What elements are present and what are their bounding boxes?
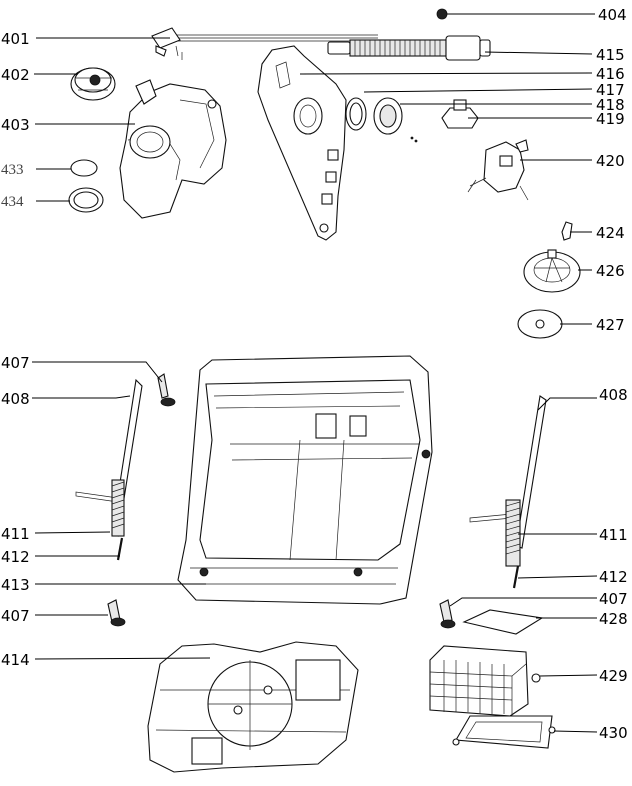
callout-411-right: 411	[599, 526, 628, 544]
callout-433: 433	[1, 162, 24, 178]
leader-lines	[32, 13, 598, 733]
part-428-sheet	[462, 609, 544, 635]
callout-429: 429	[599, 667, 628, 685]
callout-420: 420	[596, 152, 625, 170]
callout-418: 418	[596, 96, 625, 114]
part-424-clip	[561, 221, 573, 241]
callout-407-right: 407	[599, 590, 628, 608]
part-408-right-rod	[515, 395, 547, 549]
callout-408-right: 408	[599, 386, 628, 404]
callout-408-left: 408	[1, 390, 30, 408]
callout-401: 401	[1, 30, 30, 48]
part-420-pump	[467, 139, 529, 201]
part-419-valve	[441, 99, 479, 129]
part-426-arm-support	[523, 249, 581, 293]
callout-416: 416	[596, 65, 625, 83]
part-430-tray	[452, 715, 556, 749]
part-414-base-plate	[147, 641, 359, 773]
part-412-right-pin	[512, 565, 520, 589]
part-403-salt-container	[119, 79, 227, 219]
part-408-right-rod-end	[469, 513, 513, 523]
part-433-o-ring	[70, 159, 98, 177]
callout-407-left: 407	[1, 354, 30, 372]
part-417-seal-ring	[345, 97, 367, 131]
callout-430: 430	[599, 724, 628, 742]
callout-428: 428	[599, 610, 628, 628]
callout-415: 415	[596, 46, 625, 64]
part-408-left-rod-end	[75, 491, 119, 503]
callout-402: 402	[1, 66, 30, 84]
callout-411-left: 411	[1, 525, 30, 543]
callout-427: 427	[596, 316, 625, 334]
part-411-left-spring	[111, 479, 125, 537]
part-427-disc	[517, 309, 563, 339]
callout-417: 417	[596, 81, 625, 99]
part-402-salt-cap	[70, 67, 116, 101]
callout-412-left: 412	[1, 548, 30, 566]
part-429-filter-block	[429, 645, 541, 717]
callout-412-right: 412	[599, 568, 628, 586]
part-411-right-spring	[505, 499, 521, 567]
part-416-side-panel	[257, 45, 347, 241]
callout-407-bottom-left: 407	[1, 607, 30, 625]
callout-413: 413	[1, 576, 30, 594]
callout-434: 434	[1, 194, 24, 210]
part-404-screw	[436, 8, 448, 20]
part-415-drain-hose	[327, 35, 491, 61]
callout-419: 419	[596, 110, 625, 128]
callout-426: 426	[596, 262, 625, 280]
part-407-left-screw	[157, 373, 176, 407]
callout-404: 404	[598, 6, 627, 24]
callout-424: 424	[596, 224, 625, 242]
callout-403: 403	[1, 116, 30, 134]
part-413-base-frame	[177, 355, 433, 605]
part-412-left-pin	[116, 537, 124, 561]
part-407-bottom-left-screw	[107, 599, 126, 627]
callout-414: 414	[1, 651, 30, 669]
part-407-right-screw	[439, 599, 456, 629]
part-418-filter-cover	[373, 97, 418, 143]
part-434-gasket	[68, 187, 104, 213]
